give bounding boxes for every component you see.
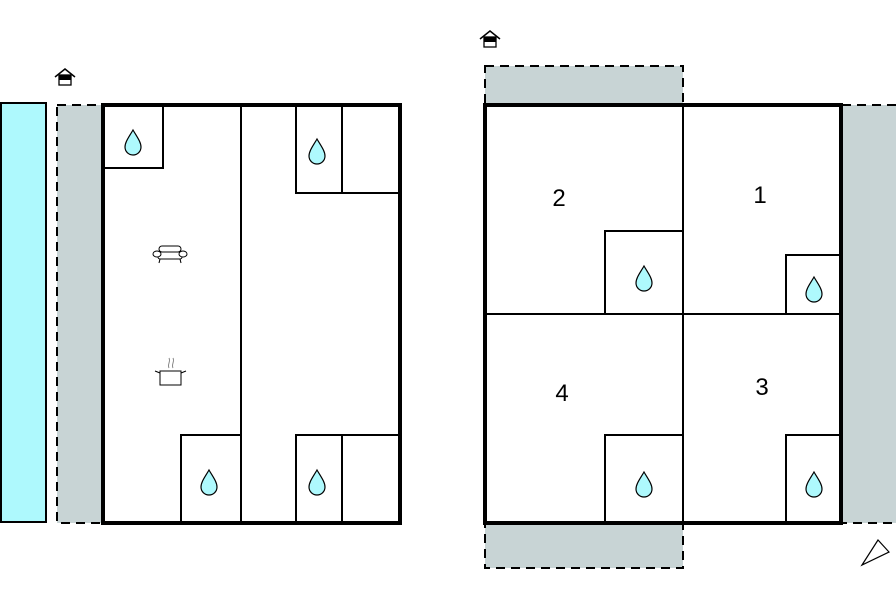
pool [0,102,47,523]
water-drop-icon [805,276,823,303]
room-label: 3 [755,374,768,401]
room-label: 1 [753,182,766,209]
room-label: 2 [552,185,565,212]
bathroom [785,434,841,524]
bathroom [785,254,841,315]
terrace-left [56,104,103,524]
bathroom [103,104,164,169]
water-drop-icon [200,469,218,496]
bathroom [604,434,684,524]
left-building-outline [101,103,402,525]
bathroom [180,434,242,524]
sofa-icon [152,245,188,264]
water-drop-icon [635,471,653,498]
water-drop-icon [308,469,326,496]
terrace-right [841,104,896,524]
room [341,434,400,524]
terrace-bottom [484,523,684,569]
compass-arrow-icon [860,539,890,567]
home-entrance-icon [54,68,76,86]
bathroom [604,230,684,315]
water-drop-icon [308,138,326,165]
water-drop-icon [124,129,142,156]
room-label: 4 [555,380,568,407]
terrace-top [484,65,684,105]
room [341,104,400,194]
cooking-pot-icon [154,357,187,386]
home-entrance-icon [479,30,501,48]
water-drop-icon [805,471,823,498]
water-drop-icon [635,265,653,292]
